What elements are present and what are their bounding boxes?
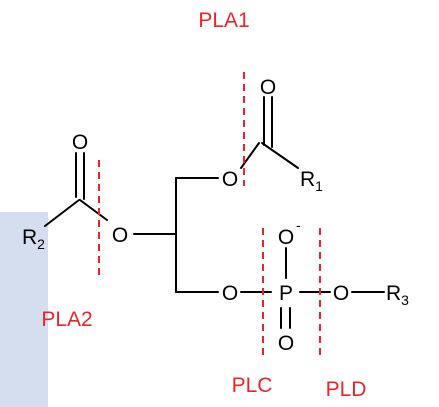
atom-o-phosphate-bottom: O xyxy=(278,332,294,355)
atom-o-carbonyl-left: O xyxy=(72,131,88,154)
group-r1: R1 xyxy=(300,168,323,194)
label-pld: PLD xyxy=(326,378,367,401)
group-r2-subscript: 2 xyxy=(37,236,45,252)
group-r3-letter: R xyxy=(386,282,401,305)
bonds xyxy=(44,96,385,329)
cleavage-lines xyxy=(98,72,321,360)
group-r2-letter: R xyxy=(22,226,37,249)
atom-p-phosphorus: P xyxy=(279,282,293,305)
group-r1-letter: R xyxy=(300,168,315,191)
bond-o-c1 xyxy=(240,142,260,169)
group-r3: R3 xyxy=(386,282,409,308)
label-pla2: PLA2 xyxy=(41,308,92,331)
atom-o-phosphate-right: O xyxy=(333,282,349,305)
group-r3-subscript: 3 xyxy=(401,292,409,308)
bond-c1-r1 xyxy=(261,142,299,169)
label-plc: PLC xyxy=(232,374,273,397)
highlight-panel xyxy=(0,212,48,407)
group-r1-subscript: 1 xyxy=(315,178,323,194)
atom-o-phosphate-left: O xyxy=(222,282,238,305)
bond-c2-o-ester xyxy=(79,199,108,221)
label-pla1: PLA1 xyxy=(198,9,249,32)
atom-o-phosphate-charge: - xyxy=(296,217,301,233)
atom-labels: O O O O O - P O O O R2 R1 R3 xyxy=(22,76,409,355)
atom-o-carbonyl-right: O xyxy=(260,76,276,99)
bond-r2-c2 xyxy=(44,199,80,227)
atom-o-ester-right: O xyxy=(222,168,238,191)
group-r2: R2 xyxy=(22,226,45,252)
enzyme-labels: PLA1 PLA2 PLC PLD xyxy=(41,9,366,401)
atom-o-phosphate-top: O xyxy=(278,226,294,249)
atom-o-ester-left: O xyxy=(112,224,128,247)
